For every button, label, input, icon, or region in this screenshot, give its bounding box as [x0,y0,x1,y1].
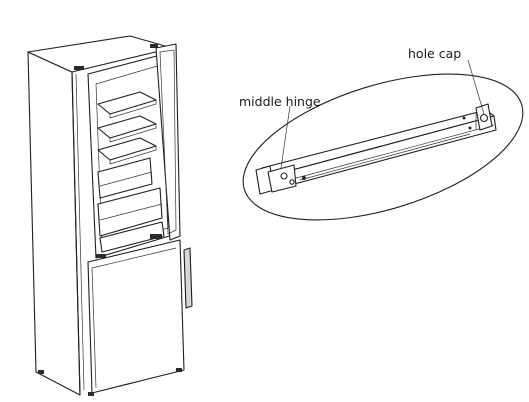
refrigerator-illustration [27,35,193,396]
hinge-detail-callout: middle hinge hole cap [239,46,524,221]
hole-cap-label: hole cap [408,46,461,61]
detail-ellipse [242,73,524,221]
fridge-inner-edge [75,73,85,391]
middle-hinge-leader [280,105,291,169]
hinge-bar [255,103,497,195]
fridge-lower-door-edge [91,247,177,269]
middle-hinge-mark [150,234,162,239]
fridge-lower-door-side [91,267,97,389]
fridge-door-gasket [159,49,177,235]
fridge-shelves [97,91,157,165]
fridge-drawers [97,157,165,253]
fridge-front-edge [71,71,81,396]
fridge-door-handle [183,247,193,309]
top-hinge-mark-2 [74,66,84,70]
fridge-side-panel [27,51,81,396]
fridge-foot-left [38,370,44,374]
hole-cap-leader [467,59,485,115]
top-hinge-mark [150,44,158,48]
fridge-foot-back [176,368,182,372]
fridge-lower-door [87,239,185,394]
middle-hinge-label: middle hinge [239,94,321,109]
fridge-foot-right [88,392,94,396]
middle-hinge-mark-2 [96,254,106,258]
